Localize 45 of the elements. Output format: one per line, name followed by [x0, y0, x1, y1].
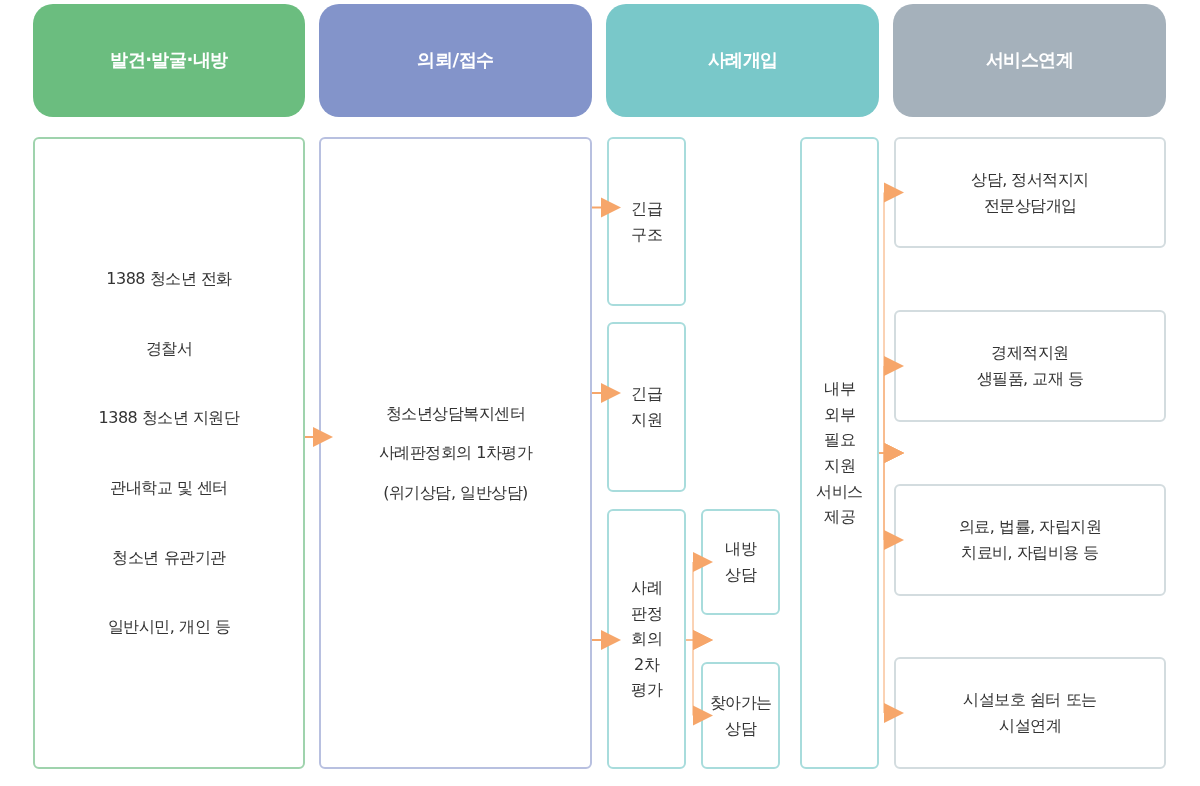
box-text: 긴급 지원	[630, 383, 663, 431]
header-text: 의뢰/접수	[417, 48, 494, 73]
box-text: 내부 외부 필요 지원 서비스 제공	[815, 378, 864, 529]
content-box	[607, 322, 686, 492]
header-text: 발견·발굴·내방	[110, 48, 228, 73]
stage-header	[319, 4, 592, 117]
content-box	[800, 137, 879, 769]
box-text: 경제적지원 생필품, 교재 등	[975, 342, 1085, 390]
box-text: 1388 청소년 전화	[106, 268, 232, 291]
content-box	[701, 662, 780, 769]
arrow	[878, 443, 904, 723]
arrow	[591, 383, 621, 403]
box-text: 사례판정회의 1차평가	[378, 442, 533, 465]
arrow	[591, 630, 621, 650]
content-box	[894, 657, 1166, 769]
arrow	[685, 630, 713, 726]
header-text: 사례개입	[707, 48, 778, 73]
content-box	[607, 509, 686, 769]
box-text: 내방 상담	[724, 538, 758, 586]
header-text: 서비스연계	[985, 48, 1074, 73]
box-text: 1388 청소년 지원단	[98, 407, 240, 430]
box-text: 시설보호 쉼터 또는 시설연계	[962, 689, 1098, 737]
stage-header	[893, 4, 1166, 117]
content-box	[894, 310, 1166, 422]
content-box	[319, 137, 592, 769]
arrow	[591, 197, 621, 218]
box-text: 의료, 법률, 자립지원 치료비, 자립비용 등	[957, 516, 1103, 564]
content-box	[33, 137, 305, 769]
box-text: 일반시민, 개인 등	[107, 616, 231, 639]
box-text: 관내학교 및 센터	[110, 477, 228, 499]
content-box	[607, 137, 686, 306]
box-text: 상담, 정서적지지 전문상담개입	[970, 168, 1090, 217]
box-text: (위기상담, 일반상담)	[383, 481, 528, 504]
box-text: 청소년상담복지센터	[385, 402, 526, 425]
box-text: 사례 판정 회의 2차 평가	[630, 577, 664, 702]
box-text: 긴급 구조	[630, 197, 663, 246]
stage-header	[606, 4, 879, 117]
content-box	[894, 137, 1166, 248]
stage-header	[33, 4, 305, 117]
box-text: 찾아가는 상담	[708, 691, 773, 740]
box-text: 경찰서	[145, 337, 193, 360]
arrow	[304, 427, 333, 447]
content-box	[701, 509, 780, 615]
content-box	[894, 484, 1166, 596]
box-text: 청소년 유관기관	[112, 546, 226, 569]
